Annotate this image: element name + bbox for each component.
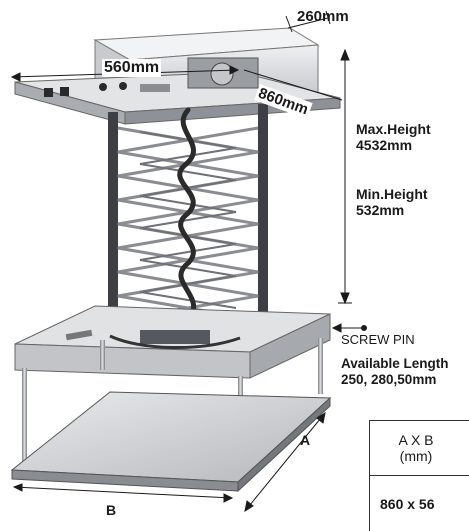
scissor-mechanism bbox=[117, 126, 259, 322]
spec-header-line1: A X B bbox=[398, 432, 434, 448]
size-spec-table: A X B (mm) 860 x 56 bbox=[369, 420, 469, 531]
min-height-value: 532mm bbox=[356, 202, 405, 219]
cable-bundle bbox=[177, 107, 197, 321]
spec-header-line2: (mm) bbox=[399, 448, 433, 464]
dimension-a-label: A bbox=[300, 432, 311, 448]
min-height-label: Min.Height bbox=[356, 186, 428, 202]
lift-rails bbox=[108, 104, 268, 322]
dimension-lines bbox=[10, 10, 367, 513]
available-length-block: Available Length 250, 280,50mm bbox=[341, 356, 449, 387]
lower-carriage bbox=[14, 305, 331, 379]
spec-table-value: 860 x 56 bbox=[380, 496, 435, 512]
screw-pin-label: SCREW PIN bbox=[341, 332, 415, 347]
max-height-label: Max.Height bbox=[356, 121, 431, 137]
bottom-plate bbox=[10, 391, 332, 493]
top-depth-dimension: 260mm bbox=[297, 8, 349, 25]
max-height-block: Max.Height 4532mm bbox=[356, 121, 431, 153]
min-height-block: Min.Height 532mm bbox=[356, 186, 428, 218]
max-height-value: 4532mm bbox=[356, 137, 413, 154]
width-dimension: 560mm bbox=[102, 59, 162, 78]
available-length-value: 250, 280,50mm bbox=[341, 371, 437, 387]
available-length-label: Available Length bbox=[341, 356, 449, 371]
dimension-b-label: B bbox=[106, 502, 117, 518]
spec-table-header: A X B (mm) bbox=[370, 421, 469, 476]
